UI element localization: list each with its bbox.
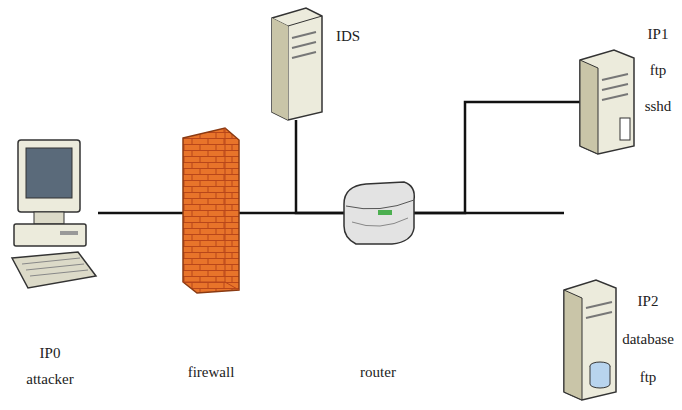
network-link xyxy=(296,120,344,213)
device-label: IP2 database ftp xyxy=(622,282,674,396)
device-label: router xyxy=(360,362,396,382)
device-label: IP0 attacker xyxy=(26,340,73,392)
server-node: IP2 database ftp xyxy=(564,280,616,400)
server-node: IP1 ftp sshd xyxy=(580,50,634,154)
ids-node: IDS xyxy=(270,8,322,120)
router-node: router xyxy=(344,182,414,244)
server-icon xyxy=(272,8,322,120)
device-label: IP1 ftp sshd xyxy=(645,16,672,124)
computer-icon xyxy=(12,140,96,288)
network-link xyxy=(98,212,183,215)
attacker-node: IP0 attacker xyxy=(12,140,98,290)
database-server-icon xyxy=(564,280,616,400)
firewall-icon xyxy=(183,128,239,293)
device-label: IDS xyxy=(336,26,360,46)
server-icon xyxy=(580,50,634,154)
network-link xyxy=(414,102,580,213)
router-icon xyxy=(344,182,414,244)
device-label: firewall xyxy=(188,362,235,382)
firewall-node: firewall xyxy=(183,128,239,293)
